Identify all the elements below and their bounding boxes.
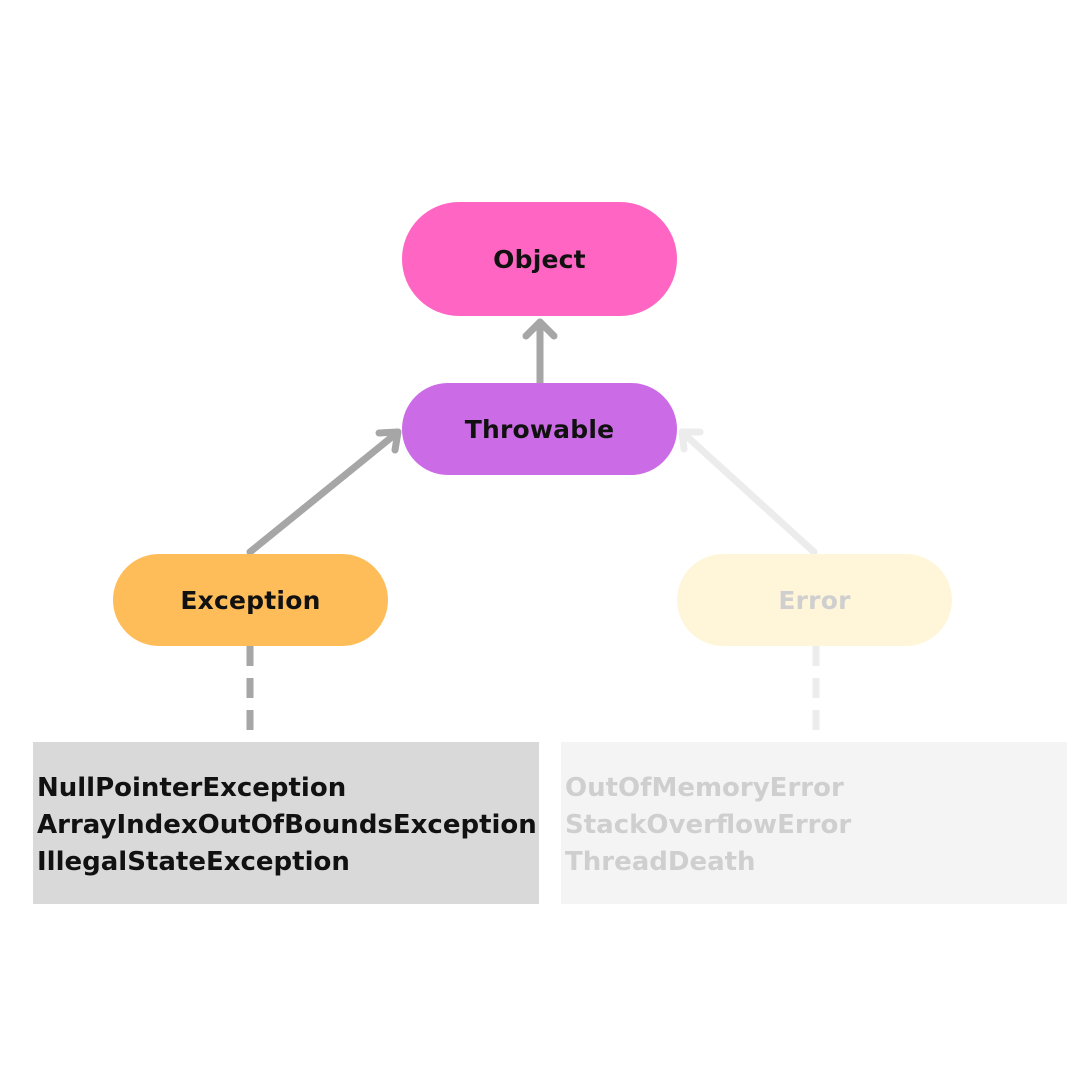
list-item: ThreadDeath	[565, 847, 756, 877]
node-exception: Exception	[113, 554, 388, 646]
list-item: OutOfMemoryError	[565, 773, 844, 803]
edge-error-to-throwable	[678, 428, 818, 556]
node-throwable: Throwable	[402, 383, 677, 475]
node-exception-label: Exception	[180, 585, 321, 615]
node-error: Error	[677, 554, 952, 646]
list-item: StackOverflowError	[565, 810, 852, 840]
exception-subclasses-box: NullPointerException ArrayIndexOutOfBoun…	[33, 742, 539, 904]
node-object-label: Object	[493, 244, 586, 274]
edge-exception-to-throwable	[246, 428, 402, 556]
edge-throwable-to-object	[522, 318, 558, 387]
list-item: ArrayIndexOutOfBoundsException	[37, 810, 537, 840]
list-item: IllegalStateException	[37, 847, 350, 877]
error-subclasses-box: OutOfMemoryError StackOverflowError Thre…	[561, 742, 1067, 904]
node-error-label: Error	[778, 585, 851, 615]
node-throwable-label: Throwable	[464, 414, 615, 444]
node-object: Object	[402, 202, 677, 316]
list-item: NullPointerException	[37, 773, 347, 803]
